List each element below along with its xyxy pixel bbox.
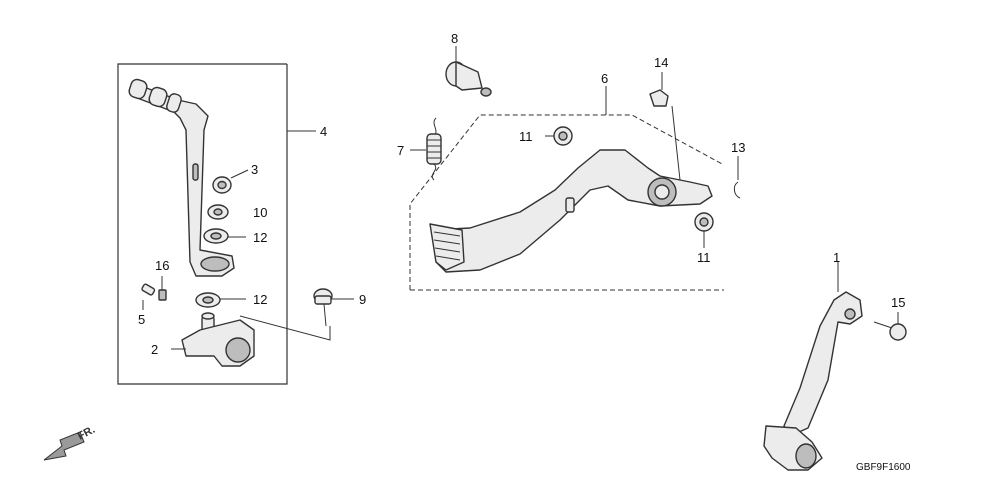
washer-part-10 xyxy=(207,204,229,220)
leader-2-9 xyxy=(239,315,331,341)
callout-2: 2 xyxy=(151,342,158,357)
callout-13: 13 xyxy=(731,140,745,155)
callout-12-lower: 12 xyxy=(253,292,267,307)
washer-part-12-lower xyxy=(195,292,246,308)
kick-starter-group xyxy=(117,63,354,385)
washer-part-12-upper xyxy=(203,228,246,244)
spring-part-7 xyxy=(410,117,442,181)
callout-5: 5 xyxy=(138,312,145,327)
shift-pedal-part xyxy=(783,291,863,437)
callout-11-upper: 11 xyxy=(519,129,533,144)
bolt-part-15 xyxy=(873,312,907,341)
shift-pedal-group xyxy=(763,262,907,471)
pivot-part-8 xyxy=(445,46,492,97)
kick-arm-part xyxy=(128,78,235,277)
bolt-part-9 xyxy=(313,288,354,327)
callout-8: 8 xyxy=(451,31,458,46)
callout-7: 7 xyxy=(397,143,404,158)
drawing-code: GBF9F1600 xyxy=(856,462,911,473)
nut-part-16 xyxy=(158,276,167,301)
front-arrow-label: FR. xyxy=(76,424,97,443)
front-direction-arrow: FR. xyxy=(43,424,97,461)
group-6-frame-top xyxy=(409,114,725,290)
callout-16: 16 xyxy=(155,258,169,273)
callout-10: 10 xyxy=(253,205,267,220)
group-4-frame xyxy=(117,63,288,385)
brake-pedal-tread xyxy=(429,223,465,271)
callout-1: 1 xyxy=(833,250,840,265)
brake-pedal-part xyxy=(431,149,713,273)
pedal-boss-part-2 xyxy=(171,312,255,367)
seal-part-11-lower xyxy=(694,212,714,248)
callout-9: 9 xyxy=(359,292,366,307)
callout-15: 15 xyxy=(891,295,905,310)
brake-pedal-group xyxy=(409,46,741,291)
pin-part-13 xyxy=(733,156,741,199)
callout-6: 6 xyxy=(601,71,608,86)
callout-11-lower: 11 xyxy=(697,250,711,265)
nut-part-3 xyxy=(212,169,249,194)
clip-part-14 xyxy=(649,72,681,181)
callout-14: 14 xyxy=(654,55,668,70)
callout-12-upper: 12 xyxy=(253,230,267,245)
callout-3: 3 xyxy=(251,162,258,177)
bolt-part-5 xyxy=(141,283,156,310)
seal-part-11-upper xyxy=(545,126,573,146)
callout-4: 4 xyxy=(320,124,327,139)
